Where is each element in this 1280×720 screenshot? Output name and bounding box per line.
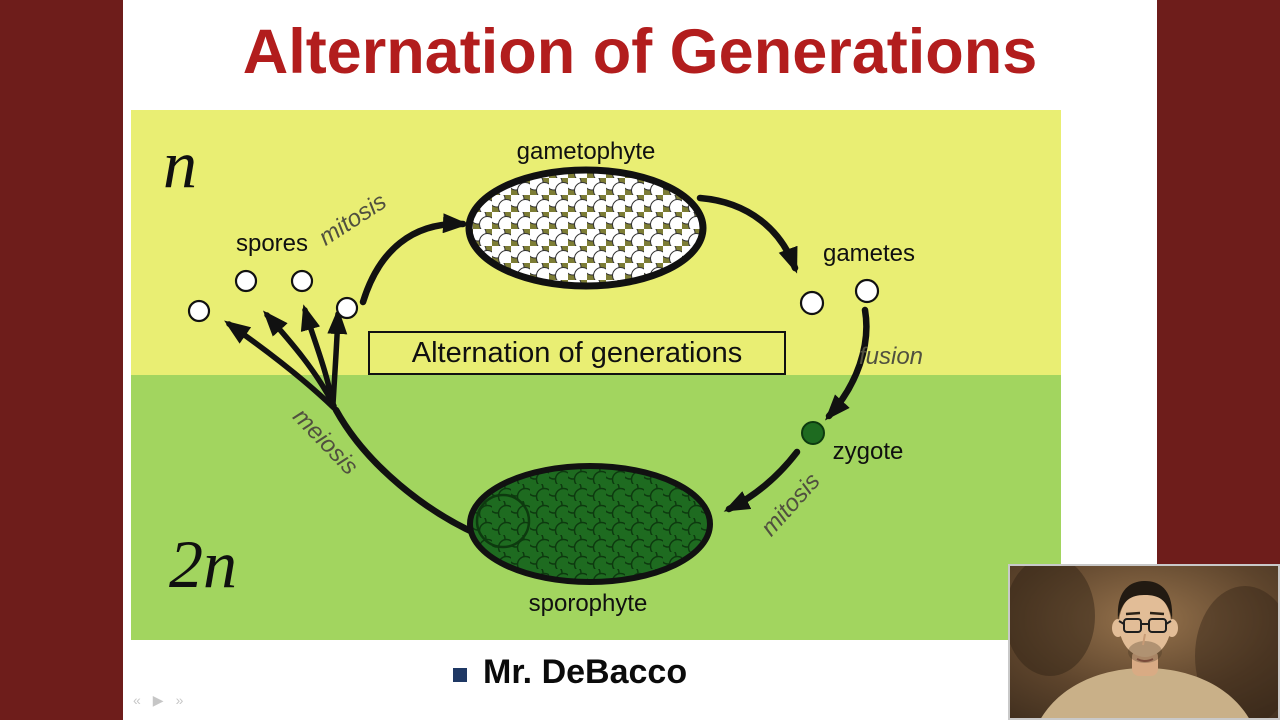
diploid-ploidy-label: 2n — [169, 526, 237, 602]
spore-cells — [187, 269, 359, 323]
sporophyte-label: sporophyte — [528, 590, 648, 617]
presenter-illustration — [1010, 566, 1278, 718]
gamete-cells — [799, 278, 880, 316]
spore-cell — [335, 296, 359, 320]
footer: Mr. DeBacco — [453, 653, 687, 692]
arrow-fusion-to-zygote — [824, 306, 870, 421]
play-icon[interactable]: ▶ — [152, 692, 164, 708]
presenter-webcam — [1008, 564, 1280, 720]
background-shadow — [1195, 586, 1278, 718]
presenter-eyebrows — [1125, 611, 1165, 616]
spores-label: spores — [235, 230, 309, 257]
cycle-arrows — [224, 194, 870, 539]
haploid-ploidy-label: n — [163, 126, 197, 202]
fusion-label: fusion — [858, 343, 924, 370]
presenter-mouth — [1136, 658, 1154, 662]
presenter-name: Mr. DeBacco — [483, 653, 688, 691]
zygote-cell — [801, 421, 825, 445]
spore-cell — [234, 269, 258, 293]
presenter-neck — [1132, 650, 1158, 676]
arrow-mitosis-to-sporophyte — [723, 448, 801, 513]
diagram-graphics — [131, 110, 1061, 640]
rewind-icon[interactable]: « — [133, 692, 141, 708]
arrow-meiosis-branch-1 — [224, 320, 337, 411]
arrow-meiosis-stem — [332, 406, 483, 539]
arrow-gametophyte-to-gametes — [696, 194, 799, 274]
spore-cell — [290, 269, 314, 293]
gametophyte-ellipse — [465, 166, 707, 290]
presenter-beard — [1128, 641, 1162, 663]
forward-icon[interactable]: » — [175, 692, 184, 708]
arrow-meiosis-branch-4 — [327, 308, 348, 407]
arrow-mitosis-to-gametophyte — [359, 213, 469, 306]
alternation-of-generations-diagram: n 2n gametophyte spores gametes zygote s… — [131, 110, 1061, 640]
zygote-label: zygote — [832, 438, 904, 465]
gametes-label: gametes — [822, 240, 916, 267]
background-shadow — [1010, 566, 1095, 676]
gamete-cell — [799, 290, 825, 316]
gamete-cell — [854, 278, 880, 304]
presenter-nose — [1142, 633, 1146, 646]
sporophyte-inner-circle — [475, 493, 531, 549]
slide-title: Alternation of Generations — [242, 17, 1038, 87]
bullet-square-icon — [453, 667, 467, 682]
center-title-box: Alternation of generations — [368, 331, 786, 375]
gametophyte-label: gametophyte — [516, 138, 656, 165]
presenter-glasses — [1118, 618, 1172, 633]
presenter-shirt — [1041, 668, 1249, 718]
presentation-slide: Alternation of Generations — [123, 0, 1157, 720]
player-controls: « ▶ » — [133, 692, 183, 709]
arrow-meiosis-branch-3 — [300, 304, 336, 408]
spore-cell — [187, 299, 211, 323]
sporophyte-ellipse — [467, 463, 713, 585]
presenter-hair — [1117, 581, 1173, 620]
